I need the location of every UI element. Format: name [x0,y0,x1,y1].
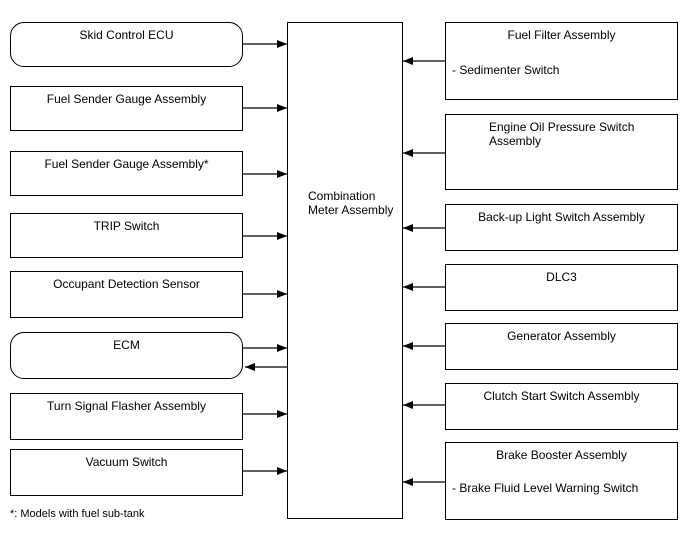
box-label: TRIP Switch [93,219,160,233]
box-generator-assembly: Generator Assembly [445,323,678,370]
box-engine-oil-pressure-switch: Engine Oil Pressure Switch Assembly [445,114,678,190]
box-fuel-filter-assembly: Fuel Filter Assembly - Sedimenter Switch [445,22,678,100]
box-ecm: ECM [10,332,243,379]
box-label: Vacuum Switch [85,455,168,469]
box-turn-signal-flasher: Turn Signal Flasher Assembly [10,393,243,440]
box-label: ECM [113,338,140,352]
combination-meter-label: Combination Meter Assembly [308,189,394,217]
box-trip-switch: TRIP Switch [10,213,243,258]
box-backup-light-switch: Back-up Light Switch Assembly [445,204,678,251]
box-fuel-sender-gauge: Fuel Sender Gauge Assembly [10,86,243,131]
box-label: Clutch Start Switch Assembly [483,389,640,403]
box-label: Brake Booster Assembly [496,448,627,462]
box-vacuum-switch: Vacuum Switch [10,449,243,496]
box-label: Skid Control ECU [79,28,174,42]
box-skid-control-ecu: Skid Control ECU [10,22,243,67]
box-sublabel: - Sedimenter Switch [452,63,560,77]
box-label: Occupant Detection Sensor [53,277,200,291]
box-label: Fuel Sender Gauge Assembly* [44,157,209,171]
box-dlc3: DLC3 [445,264,678,311]
box-label: DLC3 [546,270,577,284]
box-occupant-detection-sensor: Occupant Detection Sensor [10,271,243,318]
footnote: *: Models with fuel sub-tank [10,508,145,520]
box-label: Fuel Filter Assembly [507,28,616,42]
box-label: Engine Oil Pressure Switch Assembly [489,120,635,148]
box-fuel-sender-gauge-sub: Fuel Sender Gauge Assembly* [10,151,243,196]
box-label: Generator Assembly [507,329,616,343]
combination-meter-assembly: Combination Meter Assembly [287,22,403,519]
box-clutch-start-switch: Clutch Start Switch Assembly [445,383,678,430]
box-brake-booster-assembly: Brake Booster Assembly - Brake Fluid Lev… [445,442,678,520]
box-label: Turn Signal Flasher Assembly [47,399,206,413]
box-label: Back-up Light Switch Assembly [478,210,645,224]
box-label: Fuel Sender Gauge Assembly [46,92,207,106]
box-sublabel: - Brake Fluid Level Warning Switch [452,481,639,495]
